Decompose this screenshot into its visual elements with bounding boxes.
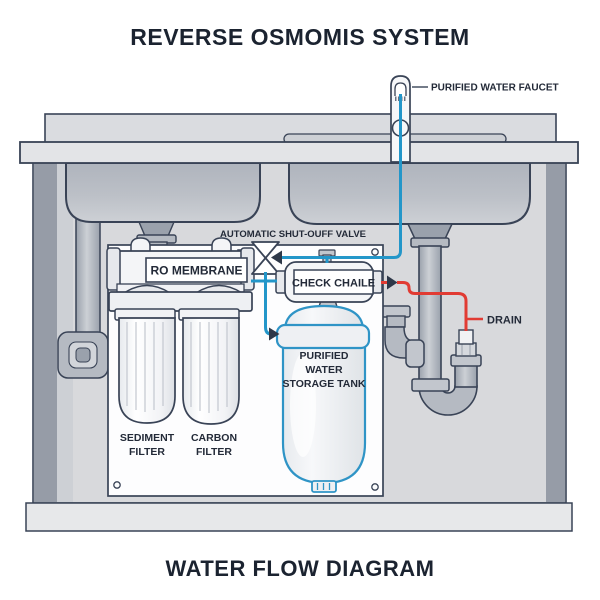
sediment-filter-label-line1: SEDIMENT [120,432,175,444]
carbon-filter-label-line2: FILTER [196,446,232,458]
check-valve-label: CHECK CHAILE [292,278,375,290]
panel-screw-top-right [371,248,379,256]
countertop [19,141,579,164]
tank-label-line2: WATER [305,364,343,376]
sediment-filter-body [118,317,176,424]
tank-highlight [290,353,316,457]
trap-joint-flange [405,339,425,368]
shutoff-valve-top [251,241,280,259]
automatic-shutoff-valve [251,241,280,275]
left-sink-basin [65,162,261,223]
ro-membrane-label: RO MEMBRANE [151,264,243,278]
shutoff-valve-label: AUTOMATIC SHUT-OUFF VALVE [220,229,366,240]
blue-arrow-to-tank [269,327,280,341]
blue-faucet-tube [282,94,402,259]
ro-membrane-endcap-left [106,247,121,291]
tank-label-line3: STORAGE TANK [282,378,365,390]
ro-membrane-label-box [145,257,248,283]
cabinet-left-wall [34,163,57,502]
carbon-filter-body [182,317,240,425]
tailpipe-collar [411,378,450,392]
right-drain-funnel [406,223,454,240]
page-caption: WATER FLOW DIAGRAM [166,556,435,581]
drain-trap [381,223,482,416]
faucet-spout-arch [394,82,407,96]
annotations: PURIFIED WATER FAUCET AUTOMATIC SHUT-OUF… [220,83,559,327]
drain-inlet-cap [458,329,474,345]
carbon-filter-label-line1: CARBON [191,432,237,444]
tank-dome [283,304,365,331]
floor-strip [25,502,573,532]
faucet-label: PURIFIED WATER FAUCET [431,83,559,94]
trap-u-bend [418,385,478,416]
sediment-filter-label-line2: FILTER [129,446,165,458]
drain-inlet-nut [455,342,477,357]
filter-shelf [108,291,253,312]
carbon-filter-ribs [190,322,228,413]
left-drain-funnel [137,221,176,237]
panel-screw-bottom-right [371,483,379,491]
trap-arm-nut-bottom [386,315,406,328]
supply-pipe-opening [75,347,91,363]
panel-screw-bottom-left [113,481,121,489]
tank-collar [275,323,371,350]
red-drain-tube [397,281,468,331]
right-sink-basin [288,162,531,225]
blue-arrow-to-valve [271,250,282,265]
cabinet-right-wall [546,163,565,502]
red-arrow-to-drain [387,275,398,290]
page-title: REVERSE OSMOMIS SYSTEM [130,24,469,50]
water-tubing [251,94,483,341]
drain-label: DRAIN [487,315,522,327]
check-valve-label-box [293,269,374,295]
tank-label-line1: PURIFIED [299,350,348,362]
check-valve: CHECK CHAILE [275,249,383,303]
tank-foot-ticks [316,483,331,490]
storage-tank: PURIFIED WATER STORAGE TANK [275,296,371,493]
filter-unit: RO MEMBRANE SEDIMENT FILTER CARBON FILTE… [106,237,255,458]
sediment-filter-ribs [126,322,164,412]
